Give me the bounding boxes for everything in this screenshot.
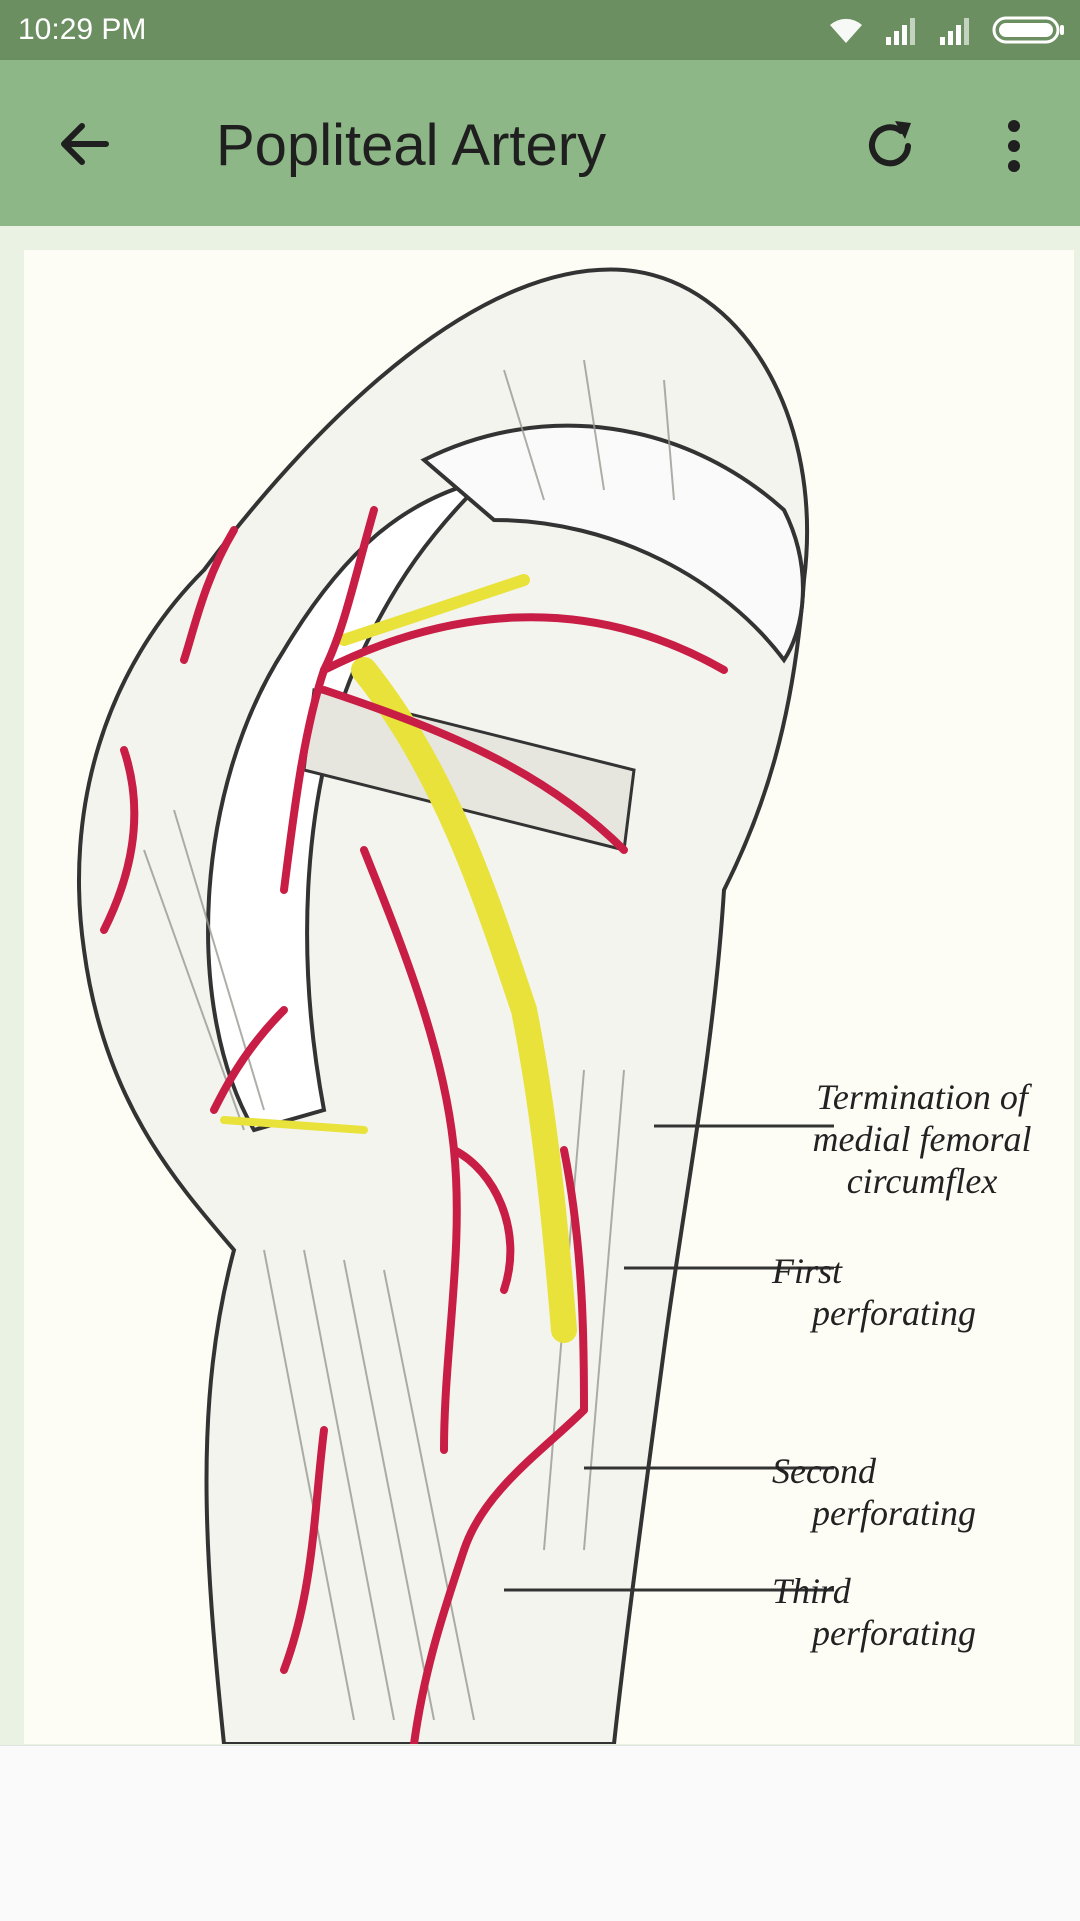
- anatomy-illustration: [77, 267, 834, 1744]
- back-button[interactable]: [42, 108, 126, 180]
- label-termination-line2: medial femoral: [812, 1119, 1032, 1159]
- label-first-line1: First: [772, 1251, 843, 1291]
- refresh-icon: [869, 121, 911, 167]
- label-second-perforating: Second perforating: [772, 1450, 976, 1534]
- more-vertical-icon: [1008, 120, 1020, 172]
- signal-icon: [886, 18, 915, 45]
- app-bar: Popliteal Artery: [0, 60, 1080, 226]
- label-third-line1: Third: [772, 1571, 851, 1611]
- label-termination: Termination of medial femoral circumflex: [772, 1076, 1072, 1202]
- label-first-line2: perforating: [812, 1293, 977, 1333]
- battery-icon: [992, 16, 1064, 44]
- more-options-button[interactable]: [972, 104, 1056, 188]
- status-icons: [826, 12, 1066, 48]
- label-first-perforating: First perforating: [772, 1250, 976, 1334]
- label-termination-line1: Termination of: [816, 1077, 1028, 1117]
- page-title: Popliteal Artery: [216, 113, 607, 178]
- bottom-panel: [0, 1745, 1080, 1921]
- label-third-perforating: Third perforating: [772, 1570, 976, 1654]
- content-area[interactable]: Termination of medial femoral circumflex…: [0, 226, 1080, 1746]
- status-bar: 10:29 PM: [0, 0, 1080, 60]
- label-second-line2: perforating: [812, 1493, 977, 1533]
- refresh-button[interactable]: [848, 104, 932, 188]
- arrow-left-icon: [61, 123, 109, 165]
- status-time: 10:29 PM: [18, 13, 147, 46]
- label-third-line2: perforating: [812, 1613, 977, 1653]
- anatomy-diagram: Termination of medial femoral circumflex…: [24, 250, 1074, 1744]
- signal-icon-2: [940, 18, 969, 45]
- label-termination-line3: circumflex: [846, 1161, 998, 1201]
- wifi-icon: [830, 18, 862, 43]
- label-second-line1: Second: [772, 1451, 876, 1491]
